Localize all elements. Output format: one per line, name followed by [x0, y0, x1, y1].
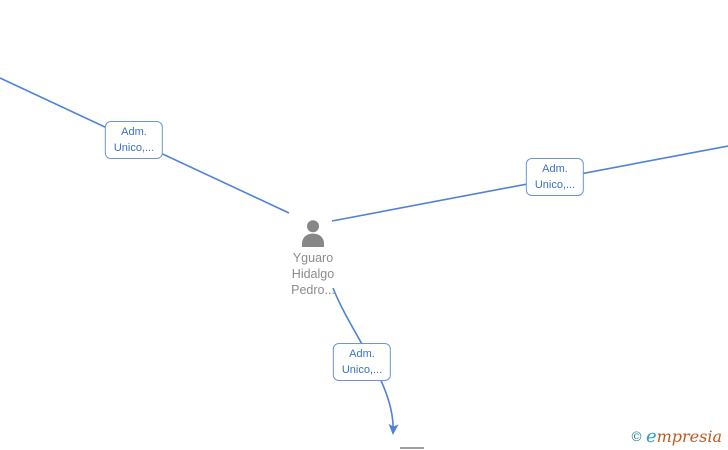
person-icon [302, 220, 324, 247]
edge-label-line1: Adm. [542, 163, 568, 175]
watermark-brand-first-letter: e [645, 426, 657, 447]
watermark-brand-rest: mpresia [656, 427, 722, 446]
edge-label-line2: Unico,... [341, 364, 383, 376]
edge-label-bottom[interactable]: Adm. Unico,... [332, 343, 392, 381]
edge-label-line1: Adm. [121, 126, 147, 138]
node-yguaro-hidalgo-pedro[interactable]: Yguaro Hidalgo Pedro... [263, 219, 363, 298]
edge-label-line1: Adm. [349, 348, 375, 360]
edge-label-line2: Unico,... [113, 142, 155, 154]
copyright-icon: © [629, 430, 643, 445]
edge-label-left[interactable]: Adm. Unico,... [104, 121, 164, 159]
node-label: Yguaro Hidalgo Pedro... [291, 251, 335, 297]
edge-label-line2: Unico,... [534, 179, 576, 191]
edge-label-right[interactable]: Adm. Unico,... [525, 158, 585, 196]
empresia-watermark: ©empresia [630, 428, 722, 447]
